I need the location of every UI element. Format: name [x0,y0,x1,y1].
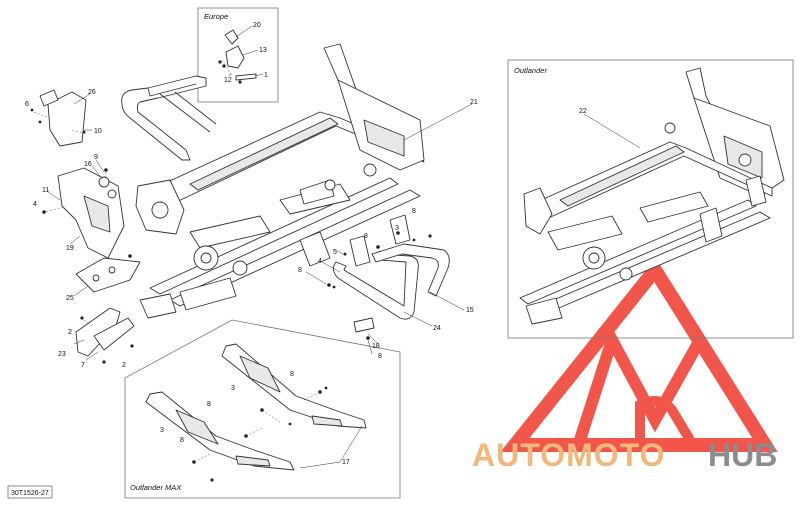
callout-22: 22 [579,108,587,115]
callout-20: 20 [253,22,261,29]
callout-15: 15 [466,307,474,314]
callout-3b: 3 [231,385,235,392]
outlander-max-box-title: Outlander MAX [130,483,182,492]
callout-4a: 4 [33,201,37,208]
europe-box-title: Europe [204,12,228,21]
callout-8f: 8 [207,401,211,408]
callout-c3c: 3 [160,427,164,434]
callout-12: 12 [224,77,232,84]
callout-13: 13 [259,47,267,54]
outlander-frame [519,67,785,325]
outlander-box-title: Outlander [514,66,547,75]
callout-3a: 3 [395,225,399,232]
watermark-hook-icon [635,396,695,443]
watermark-logo [500,257,778,452]
callout-1: 1 [264,72,268,79]
europe-box: Europe [197,7,279,103]
callout-17: 17 [342,459,350,466]
callout-10: 10 [94,128,102,135]
callout-9: 9 [94,154,98,161]
watermark-text-primary: AUTOMOTO [472,437,665,473]
callout-6: 6 [25,101,29,108]
reference-code-box: 30T1526-27 [7,485,53,499]
callout-18: 18 [372,343,380,350]
callout-2b: 2 [122,362,126,369]
callout-8b: 8 [364,233,368,240]
watermark-text-secondary: HUB [708,437,777,473]
part-26-plate [30,89,87,147]
callout-8e: 8 [290,371,294,378]
callout-7: 7 [81,362,85,369]
callout-23: 23 [58,351,66,358]
watermark-m-stroke-icon [574,324,706,442]
main-hardware [327,231,432,289]
outlander-max-box: Outlander MAX [124,319,401,499]
callout-8g: 8 [180,437,184,444]
callout-2a: 2 [68,329,72,336]
reference-code: 30T1526-27 [11,490,49,497]
callout-24: 24 [433,325,441,332]
watermark-triangle-icon [500,257,778,452]
europe-hitch-parts [218,25,264,84]
callout-21: 21 [470,99,478,106]
part-18-bracket [353,317,375,340]
outlander-max-rails [145,343,367,482]
callout-19: 19 [66,245,74,252]
callout-16: 16 [84,161,92,168]
part-25-plate [75,254,141,293]
callout-4b: 4 [318,258,322,265]
callout-labels: 20 13 1 12 26 6 10 9 16 11 4 19 25 2 23 … [25,22,587,466]
outlander-box: Outlander [507,59,794,339]
callout-11: 11 [42,187,49,194]
main-frame [121,43,450,320]
part-19-bracket [42,167,125,259]
part-23-bracket [75,307,135,364]
leader-lines [47,93,641,469]
callout-5: 5 [333,249,337,256]
callout-26: 26 [88,89,96,96]
callout-25: 25 [66,295,74,302]
callout-8d: 8 [378,353,382,360]
callout-8a: 8 [412,208,416,215]
callout-8c: 8 [298,267,302,274]
